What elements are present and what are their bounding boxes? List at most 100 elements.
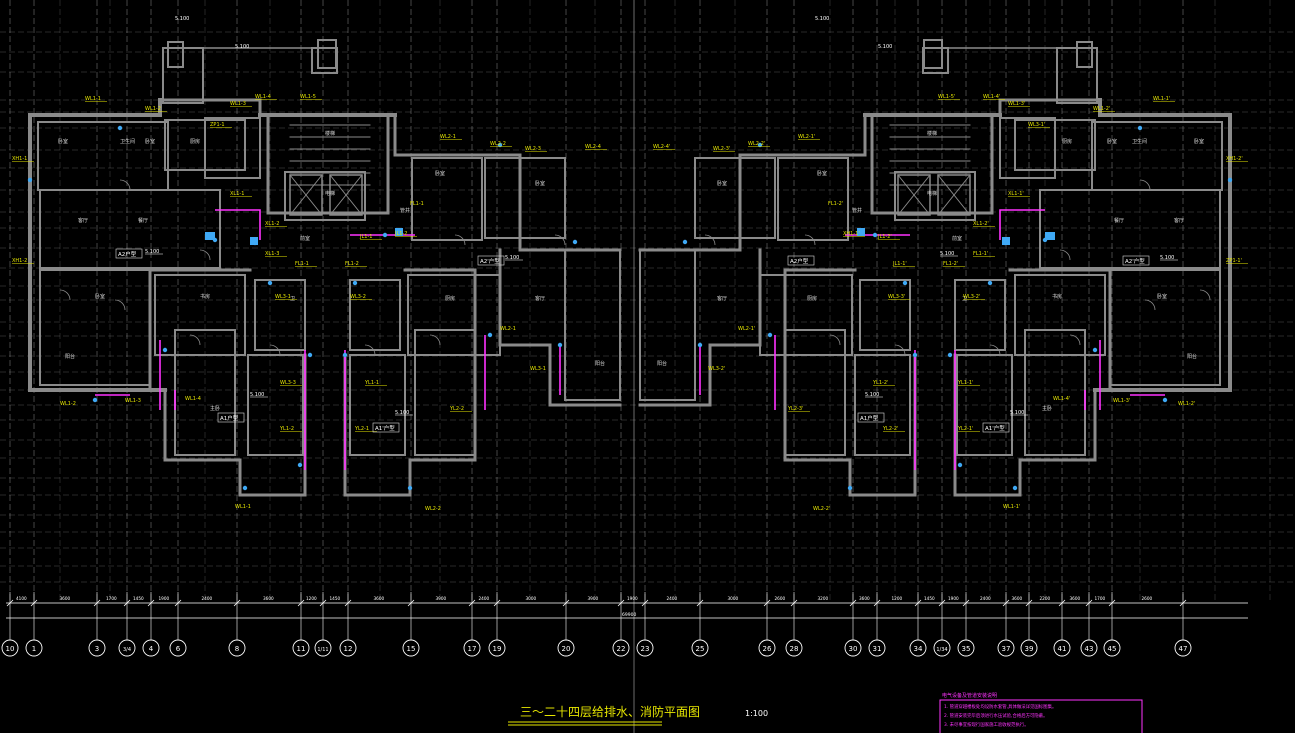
riser-tag: WL1-2'	[1178, 401, 1195, 407]
unit-tag: A2户型	[790, 257, 809, 265]
dimension-slash	[696, 599, 704, 607]
axis-bubble	[25, 639, 43, 657]
axis-bubble	[142, 639, 160, 657]
wall-outline	[564, 249, 621, 401]
riser-box	[857, 228, 865, 236]
riser-tag: JL1-2	[394, 231, 407, 237]
room-label: 卧室	[435, 170, 445, 177]
dimension-text: 3600	[859, 596, 870, 601]
axis-bubble	[118, 639, 136, 657]
dimension-slash	[849, 599, 857, 607]
riser-tag: WL3-1'	[1028, 122, 1045, 128]
unit-tag-frame	[982, 422, 1010, 433]
door-arc	[119, 179, 131, 191]
riser-tag: WL2-1'	[798, 134, 815, 140]
dimension-text: 3600	[374, 596, 385, 601]
axis-bubble	[339, 639, 357, 657]
wall-outline	[897, 174, 931, 216]
dimension-text: 3000	[728, 596, 739, 601]
unit-tag-frame	[477, 255, 505, 266]
level-mark: 5.100	[395, 410, 409, 416]
wall-outline	[694, 157, 776, 239]
riser-tag: XH1-2	[12, 258, 27, 264]
room-label: 卧室	[58, 138, 68, 145]
room-label: 管井	[852, 207, 862, 214]
riser-tag: FL1-2	[345, 261, 359, 267]
room-label: 客厅	[717, 295, 727, 302]
unit-tag: A2'户型	[1125, 257, 1145, 265]
dimension-slash	[1179, 599, 1187, 607]
axis-bubble	[402, 639, 420, 657]
riser-dot	[947, 352, 953, 358]
axis-label: 10	[6, 645, 15, 653]
axis-label: 31	[873, 645, 882, 653]
riser-tag: JL1-1	[359, 234, 372, 240]
wall-outline	[317, 39, 337, 69]
wall-outline	[759, 274, 853, 356]
riser-tag: WL1-5	[300, 94, 316, 100]
room-label: 厨房	[1062, 138, 1072, 145]
dimension-slash	[297, 599, 305, 607]
level-mark: 5.100	[1010, 410, 1024, 416]
axis-bubble	[957, 639, 975, 657]
riser-tag: WL3-2	[350, 294, 366, 300]
riser-tag: YL1-2	[279, 426, 294, 432]
riser-dot	[27, 177, 33, 183]
riser-dot	[847, 485, 853, 491]
riser-tag: WL1-3'	[1113, 398, 1130, 404]
riser-box	[1045, 232, 1055, 240]
axis-label: 26	[763, 645, 772, 653]
axis-label: 1/34	[936, 647, 947, 653]
dimension-text: 2600	[1142, 596, 1153, 601]
elevator-cross	[897, 174, 931, 216]
walls-layer	[28, 39, 1232, 497]
dimension-slash	[233, 599, 241, 607]
dimension-text: 3900	[588, 596, 599, 601]
room-label: 楼梯	[927, 130, 937, 137]
axis-bubble	[785, 639, 803, 657]
axis-label: 30	[849, 645, 858, 653]
wall-outline	[1109, 269, 1221, 386]
dimension-text: 3900	[436, 596, 447, 601]
axis-label: 34	[914, 645, 923, 653]
unit-tag-frame	[857, 412, 885, 423]
drawing-title: 三～二十四层给排水、消防平面图	[520, 704, 700, 719]
axis-label: 43	[1085, 645, 1094, 653]
room-label: 卧室	[717, 180, 727, 187]
riser-dot	[162, 347, 168, 353]
level-mark: 5.100	[505, 255, 519, 261]
dimension-slash	[407, 599, 415, 607]
axis-bubble	[612, 639, 630, 657]
riser-tag: WL1-3'	[1008, 101, 1025, 107]
riser-dot	[902, 280, 908, 286]
dimension-slash	[468, 599, 476, 607]
door-arc	[189, 334, 201, 346]
axis-bubble	[1103, 639, 1121, 657]
axis-bubble	[758, 639, 776, 657]
riser-tag: WL3-1	[530, 366, 546, 372]
riser-tag: WL1-4	[255, 94, 271, 100]
dimension-text: 3600	[263, 596, 274, 601]
axis-label: 8	[235, 645, 239, 653]
room-label: 厨房	[807, 295, 817, 302]
room-label: 客厅	[78, 217, 88, 224]
axis-bubble	[557, 639, 575, 657]
door-arc	[989, 344, 1001, 356]
riser-tag: WL3-1	[275, 294, 291, 300]
pipes-layer	[27, 125, 1233, 491]
unit-tag-frame	[787, 255, 815, 266]
room-label: 卫生间	[1132, 138, 1147, 145]
riser-dot	[682, 239, 688, 245]
wall-outline	[954, 279, 1006, 351]
level-mark: 5.100	[250, 392, 264, 398]
notes-line: 2. 管道安装完毕后须进行水压试验,合格后方可隐蔽。	[944, 712, 1048, 719]
dimension-slash	[1085, 599, 1093, 607]
riser-dot	[572, 239, 578, 245]
elevator-cross	[937, 174, 971, 216]
dimension-slash	[6, 599, 14, 607]
wall-outline	[923, 39, 943, 69]
axis-label: 12	[344, 645, 353, 653]
